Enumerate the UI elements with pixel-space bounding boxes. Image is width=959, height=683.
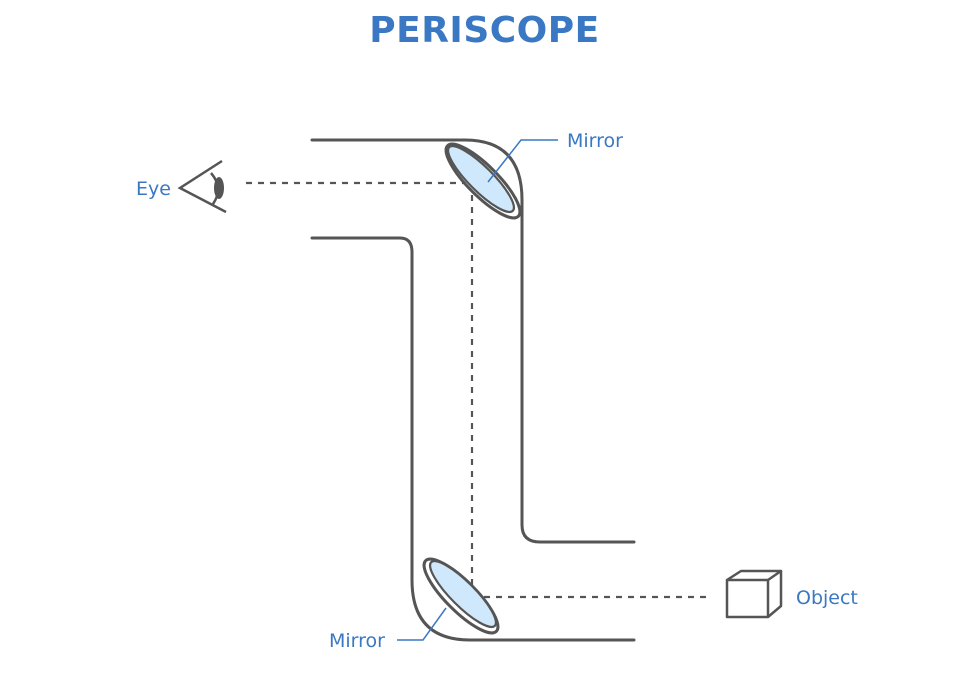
eye-icon (177, 159, 227, 214)
diagram-title: PERISCOPE (369, 10, 600, 51)
object-label: Object (796, 587, 858, 609)
mirror-top-leader (487, 139, 558, 183)
object-cube-icon (725, 569, 783, 619)
eye-label: Eye (136, 178, 171, 200)
tube-outer-wall (310, 138, 636, 544)
mirror-bottom (422, 557, 500, 635)
tube-inner-wall (310, 236, 636, 642)
mirror-bottom-label: Mirror (329, 630, 385, 652)
mirror-top-label: Mirror (567, 130, 623, 152)
mirror-top (444, 142, 522, 220)
mirror-bottom-leader (397, 607, 447, 641)
